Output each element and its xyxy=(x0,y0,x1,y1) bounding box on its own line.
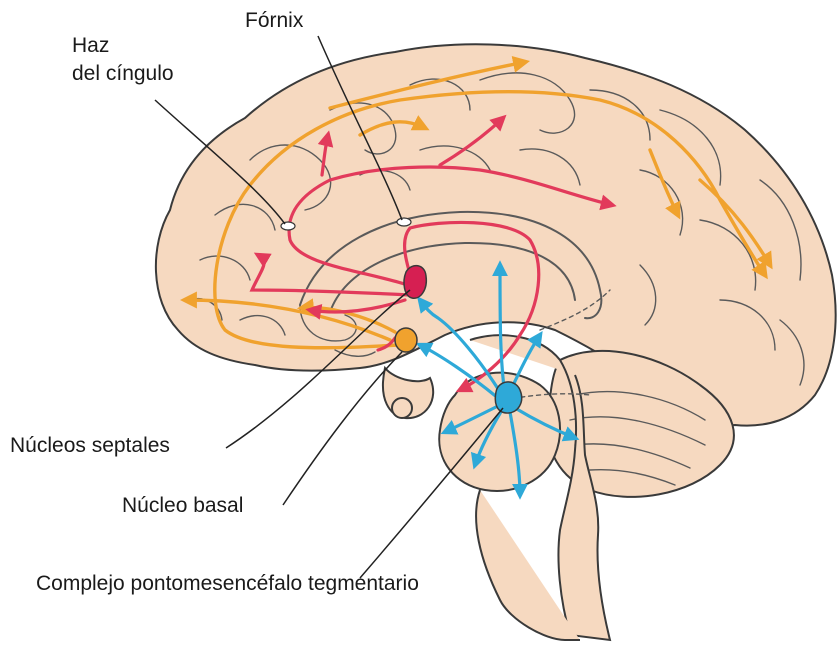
pontomesencephalic-label: Complejo pontomesencéfalo tegmentario xyxy=(36,572,419,595)
septal-nuclei-marker xyxy=(404,266,426,299)
fornix-label: Fórnix xyxy=(245,9,304,32)
septal-nuclei-label: Núcleos septales xyxy=(10,434,170,457)
cingulum-label-line1: Haz xyxy=(72,34,109,57)
basal-nucleus-marker xyxy=(395,328,417,352)
basal-nucleus-label: Núcleo basal xyxy=(122,494,243,517)
fornix-loop xyxy=(397,218,411,226)
cingulum-loop xyxy=(281,222,295,230)
cingulum-label-line2: del cíngulo xyxy=(72,62,174,85)
pituitary xyxy=(392,398,412,418)
pontomesencephalic-complex-marker xyxy=(495,382,521,413)
